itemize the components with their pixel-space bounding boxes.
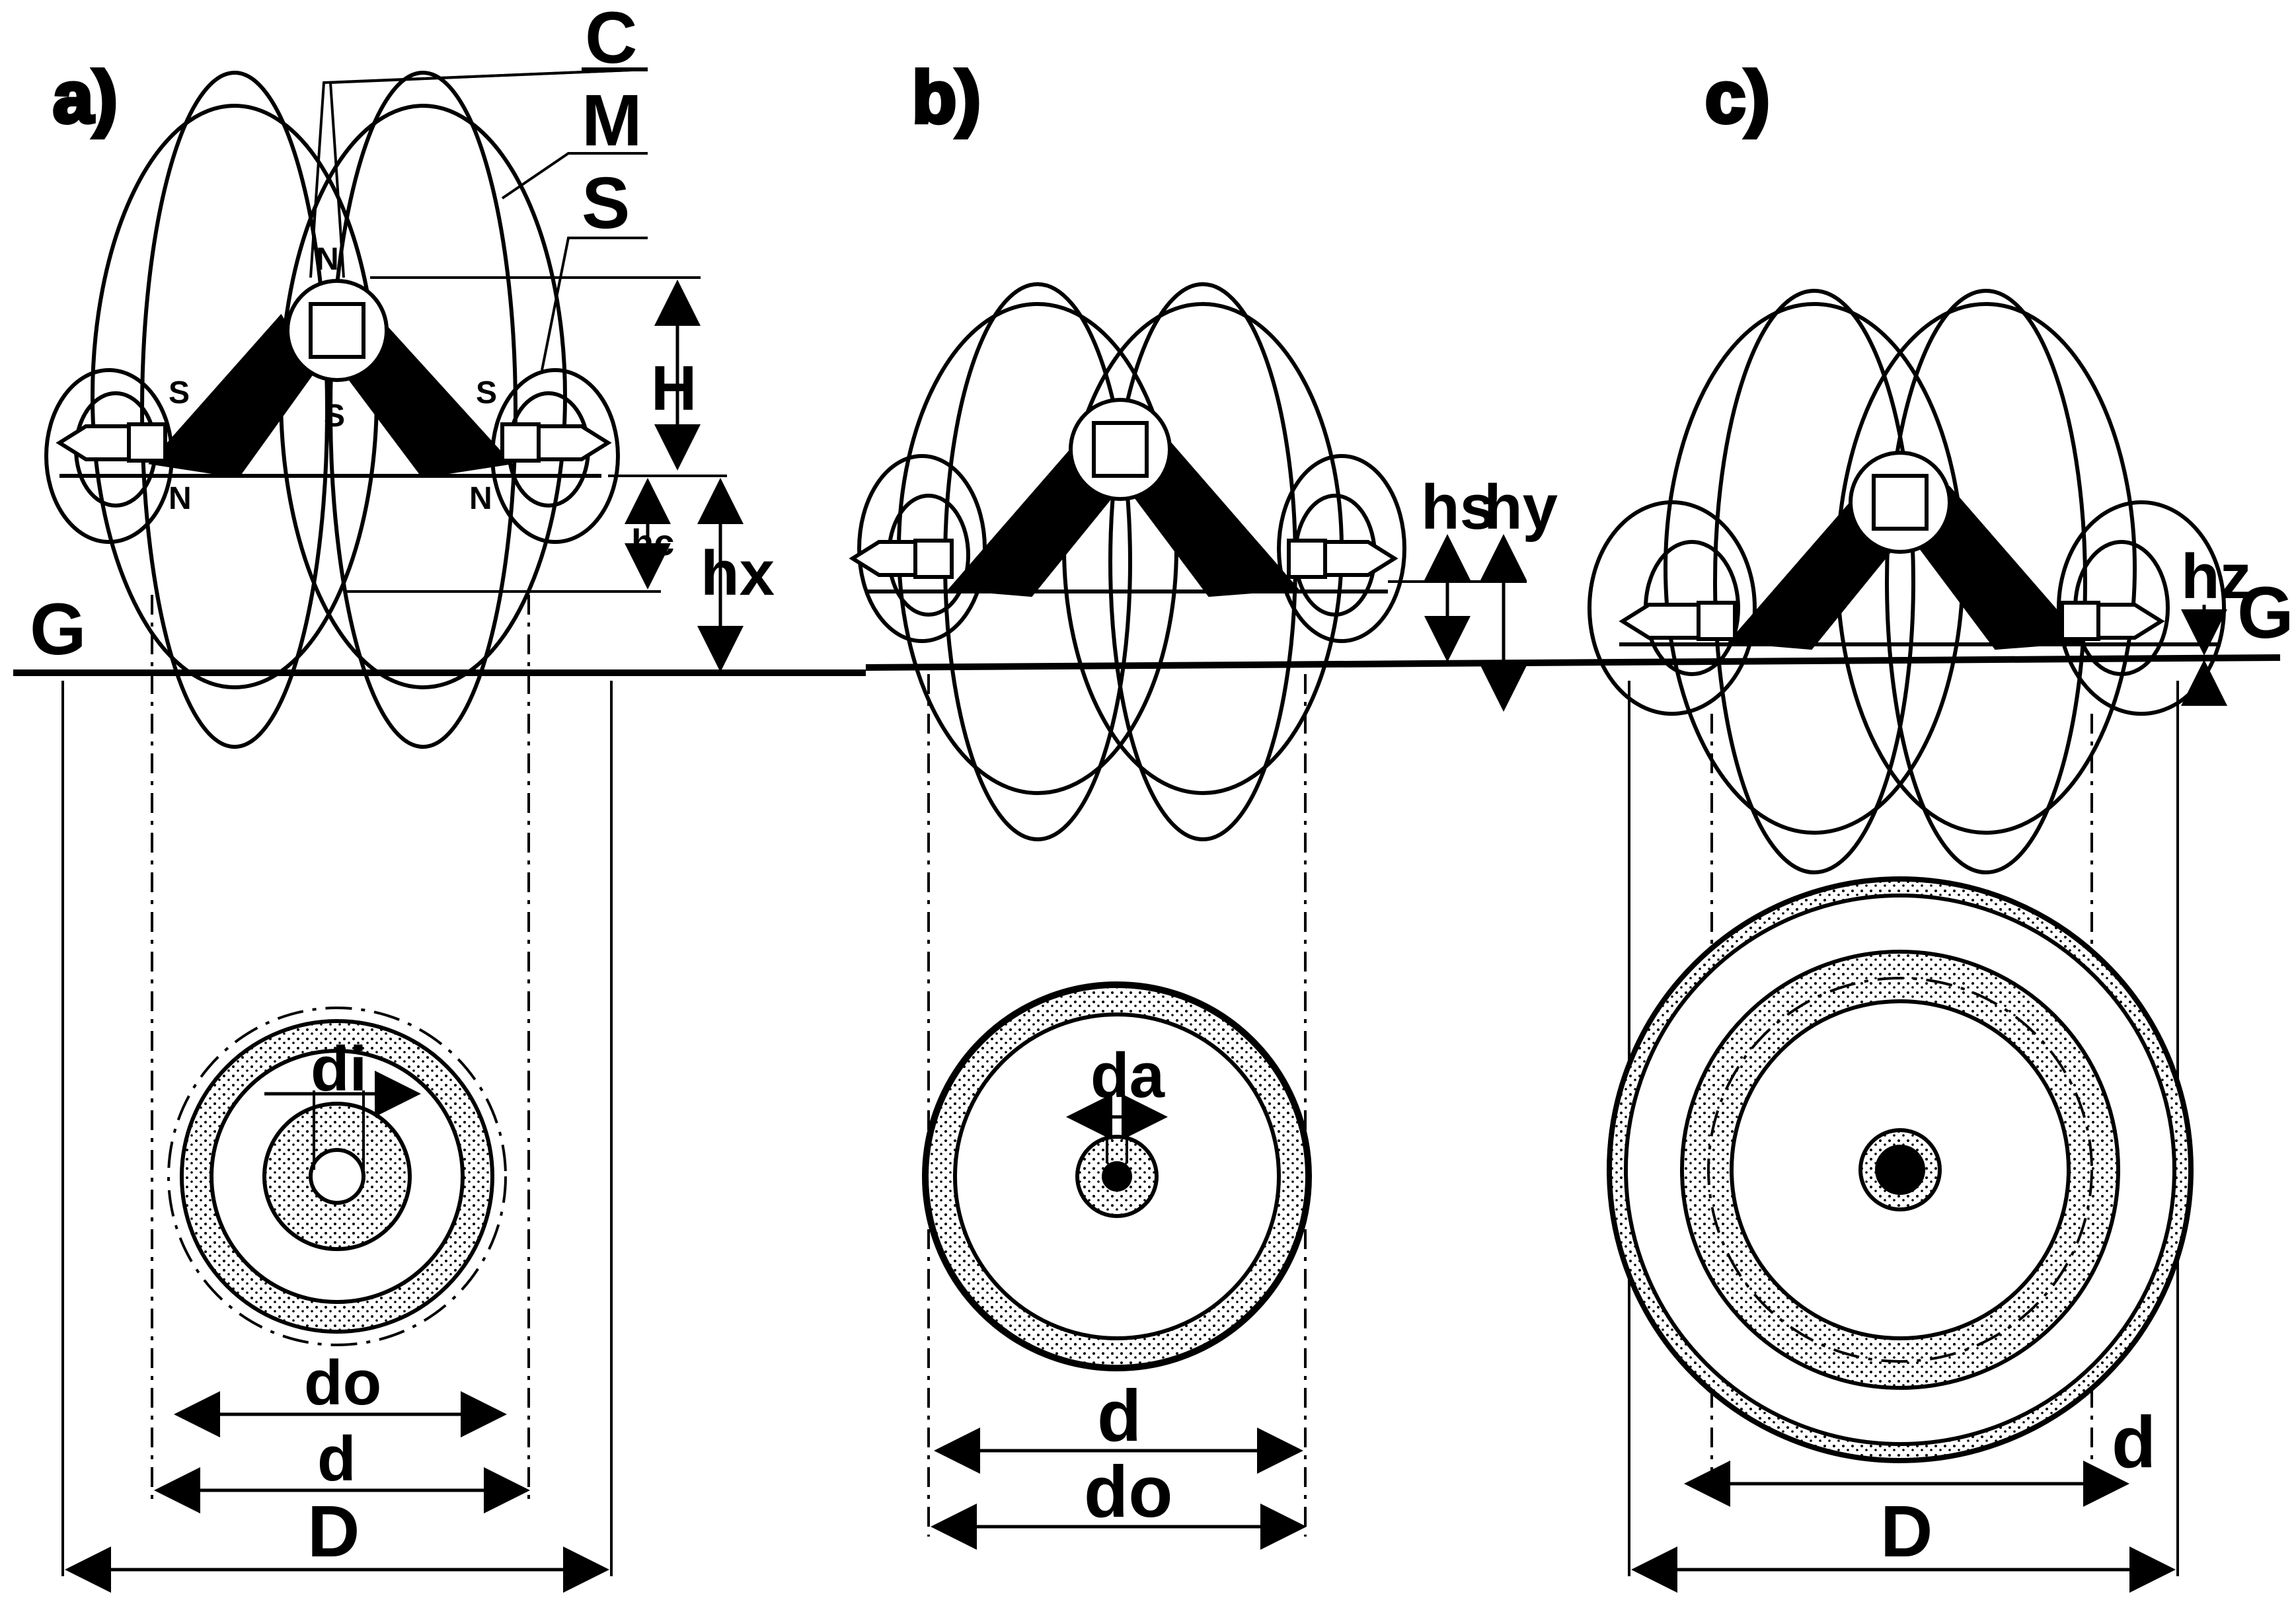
pole-N-left: N — [169, 481, 192, 516]
dim-da: da — [1091, 1040, 1165, 1111]
label-hx: hx — [701, 538, 775, 609]
label-G-right: G — [2237, 572, 2294, 654]
label-hc: hc — [631, 521, 674, 563]
label-hz: hz — [2181, 541, 2252, 612]
panel-a-labels: C M S H hc hx G N S S S N N di do d D — [30, 0, 775, 1572]
label-M: M — [582, 80, 642, 161]
dim-do-b: do — [1084, 1451, 1172, 1533]
dim-d-c: d — [2112, 1402, 2156, 1483]
label-H: H — [651, 353, 697, 424]
label-G-left: G — [30, 589, 87, 670]
label-S: S — [582, 163, 630, 244]
pole-S-center: S — [324, 399, 345, 434]
dim-d-a: d — [317, 1424, 356, 1494]
panel-c-labels: hz G d D — [1880, 541, 2294, 1572]
panel-c-title: c) — [1705, 57, 1770, 138]
dim-D-a: D — [307, 1491, 360, 1572]
label-hs: hs — [1421, 472, 1495, 543]
panel-b-labels: hs hy da d do — [1084, 472, 1558, 1533]
panel-b: b) — [849, 55, 1527, 1550]
panel-a-title: a) — [53, 57, 118, 138]
ground-line-right — [865, 654, 2281, 671]
label-hy: hy — [1484, 472, 1558, 543]
dim-do-a: do — [304, 1348, 381, 1418]
panel-c: c) — [1588, 55, 2227, 1593]
pole-N-right: N — [469, 481, 492, 516]
pole-N-top: N — [316, 242, 339, 277]
panel-b-title: b) — [912, 57, 981, 138]
pole-S-right: S — [476, 375, 497, 410]
label-C: C — [585, 0, 637, 79]
panel-a: a) — [44, 55, 744, 1593]
dim-di: di — [311, 1034, 367, 1104]
dim-d-b: d — [1097, 1375, 1141, 1457]
pole-S-left: S — [169, 375, 190, 410]
dim-D-c: D — [1880, 1491, 1932, 1572]
